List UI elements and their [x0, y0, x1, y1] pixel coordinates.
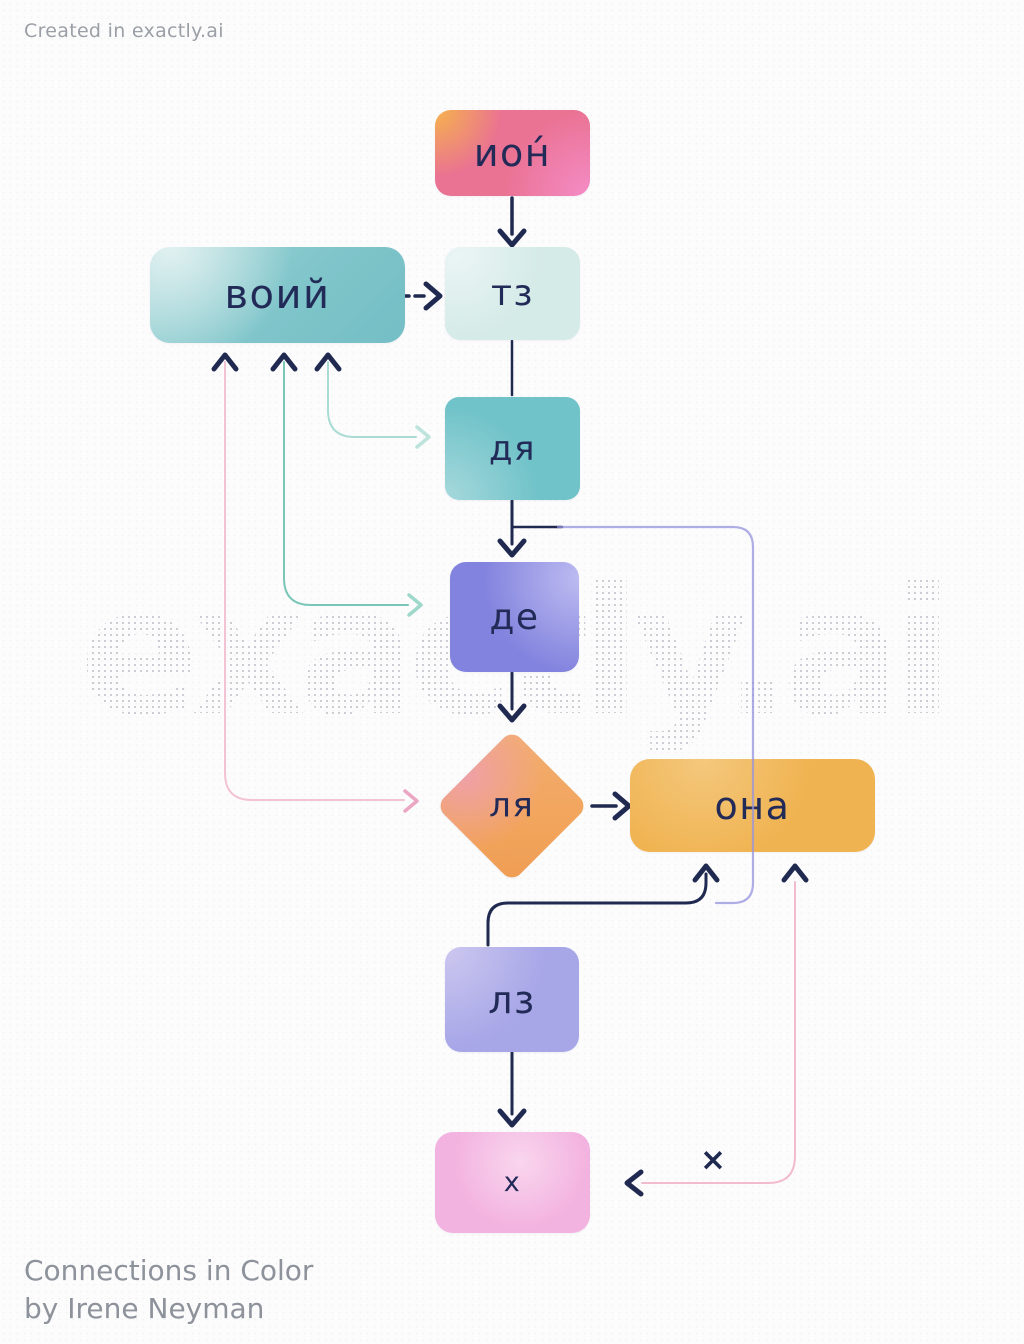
- arrowhead-right-teal-de: [407, 593, 423, 617]
- arrowhead-right-pink-lya: [403, 789, 419, 813]
- credit-text: Created in exactly.ai: [24, 20, 224, 42]
- caption-author: by Irene Neyman: [24, 1291, 265, 1325]
- arrowhead-down-lz-x: [497, 1108, 527, 1128]
- connector-voi-lya-pink: [224, 361, 405, 801]
- node-label: ион́: [473, 131, 552, 175]
- arrowhead-up-pink-ona: [781, 863, 809, 883]
- connector-cross-label: ×: [700, 1142, 726, 1178]
- node-de: де: [450, 562, 579, 672]
- connector-dya-ona-lavender: [556, 525, 755, 905]
- arrowhead-down-dya-de: [497, 538, 527, 558]
- node-label: лз: [488, 977, 536, 1022]
- node-label: она: [714, 783, 791, 828]
- node-ion: ион́: [435, 110, 590, 196]
- arrowhead-left-pink-x: [624, 1169, 644, 1197]
- node-label: воий: [224, 272, 331, 318]
- connector-lz-ona: [486, 872, 708, 947]
- node-label: де: [489, 596, 540, 638]
- connector-voi-dya-teal-light: [327, 361, 417, 438]
- connector-ona-x-pink: [641, 881, 796, 1184]
- node-label: тз: [490, 273, 535, 314]
- arrowhead-up-teal2-voi: [314, 352, 342, 372]
- node-lz: лз: [445, 947, 579, 1052]
- arrowhead-right-voi-tz: [423, 281, 443, 311]
- node-voi: воий: [150, 247, 405, 343]
- arrowhead-right-lya-ona: [612, 791, 632, 821]
- arrowhead-up-pink-voi: [211, 352, 239, 372]
- arrowhead-up-lz-ona: [692, 863, 720, 883]
- node-x: х: [435, 1132, 590, 1233]
- node-dya: дя: [445, 397, 580, 500]
- caption: Connections in Color by Irene Neyman: [24, 1252, 313, 1328]
- node-tz: тз: [445, 247, 580, 340]
- arrowhead-down-ion-tz: [497, 228, 527, 248]
- arrowhead-right-teal-dya: [415, 425, 431, 449]
- node-label: дя: [489, 428, 536, 469]
- connector-voi-de-teal: [283, 361, 409, 606]
- caption-title: Connections in Color: [24, 1254, 314, 1287]
- node-label: х: [503, 1167, 522, 1198]
- arrowhead-down-de-lya: [497, 703, 527, 723]
- arrowhead-up-teal-voi: [270, 352, 298, 372]
